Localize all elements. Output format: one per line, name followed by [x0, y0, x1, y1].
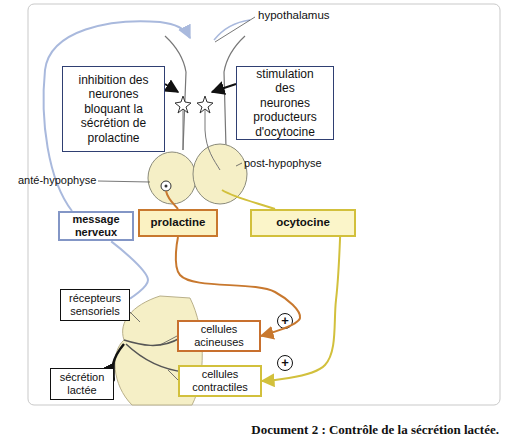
plus-sign: +: [281, 313, 289, 329]
text-box: ocytocine: [250, 209, 356, 237]
part-label: anté-hypophyse: [18, 174, 96, 187]
text-box: message nerveux: [58, 211, 134, 241]
axon: [205, 105, 220, 170]
leader-line: [160, 336, 177, 345]
text-box: stimulation des neurones producteurs d'o…: [236, 66, 334, 140]
box-text: cellules contractiles: [184, 368, 256, 394]
leader-line: [215, 17, 255, 42]
text-box: cellules acineuses: [177, 320, 261, 352]
text-box: inhibition des neurones bloquant la sécr…: [62, 66, 165, 152]
frame: [28, 4, 500, 405]
neuron: [175, 96, 191, 113]
plus-sign: +: [281, 355, 289, 371]
leader-line: [130, 312, 140, 322]
milk-duct: [124, 338, 185, 372]
plus-circle: [278, 356, 293, 371]
hypothalamus-outline: [165, 36, 186, 150]
box-text: récepteurs sensoriels: [65, 292, 125, 318]
axon: [183, 105, 184, 150]
hormone-path: [166, 191, 178, 209]
box-text: inhibition des neurones bloquant la sécr…: [77, 73, 150, 145]
secreting-cell: [165, 185, 168, 188]
part-label: post-hypophyse: [244, 157, 322, 170]
box-text: message nerveux: [66, 213, 126, 239]
box-text: ocytocine: [276, 216, 330, 230]
control-arrow: [165, 84, 178, 92]
ante-hypophysis: [148, 152, 196, 204]
box-text: stimulation des neurones producteurs d'o…: [249, 67, 321, 139]
box-text: sécrétion lactée: [55, 371, 109, 397]
connector: [262, 237, 340, 381]
caption: Document 2 : Contrôle de la sécrétion la…: [251, 422, 499, 438]
part-label: hypothalamus: [258, 9, 330, 23]
secreting-cell: [161, 181, 171, 191]
post-hypophysis: [193, 144, 247, 204]
text-box: prolactine: [138, 209, 218, 237]
leader-line: [98, 181, 150, 182]
text-box: récepteurs sensoriels: [60, 289, 130, 321]
text-box: cellules contractiles: [178, 365, 262, 397]
text-box: sécrétion lactée: [50, 368, 114, 400]
hormone-path: [222, 190, 275, 209]
leader-line: [168, 370, 178, 380]
neuron: [197, 96, 213, 113]
leader-line: [236, 163, 242, 166]
box-text: prolactine: [151, 216, 206, 230]
control-arrow: [212, 84, 236, 92]
box-text: cellules acineuses: [183, 323, 255, 349]
